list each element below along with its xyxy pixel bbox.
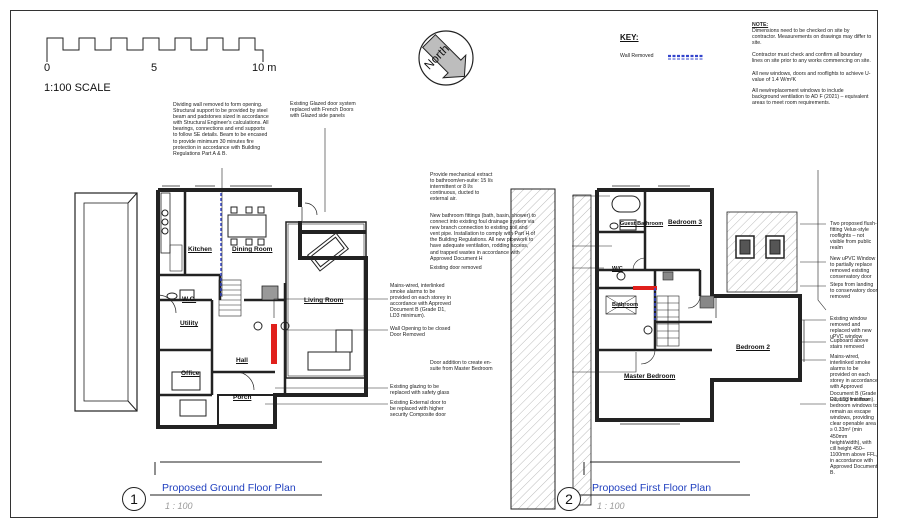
key-wall-removed-label: Wall Removed [620, 53, 654, 59]
note-external-door: Existing External door to be replaced wi… [390, 400, 447, 419]
note-glazed-door: Existing Glazed door system replaced wit… [290, 101, 356, 120]
room-kitchen: Kitchen [188, 246, 212, 253]
note-smoke-alarms: Mains-wired, interlinked smoke alarms to… [390, 283, 451, 320]
ground-floor-plan [74, 185, 368, 429]
room-master-bedroom: Master Bedroom [624, 373, 676, 380]
scale-bar [46, 37, 264, 62]
plan-1-scale: 1 : 100 [165, 501, 193, 511]
note-3: All new windows, doors and rooflights to… [752, 71, 871, 84]
room-bathroom: Bathroom [612, 302, 638, 308]
scale-tick-0: 0 [44, 62, 51, 74]
north-arrow [418, 30, 474, 86]
scale-tick-5: 5 [151, 62, 158, 74]
room-office: Office [181, 370, 200, 377]
room-wc: W.C. [182, 296, 197, 303]
room-guest-bathroom: Guest Bathroom [620, 221, 664, 227]
key-title: KEY: [620, 33, 639, 42]
scale-text: 1:100 SCALE [44, 82, 111, 94]
room-hall: Hall [236, 357, 248, 364]
note-dividing-wall: Dividing wall removed to form opening. S… [173, 102, 269, 157]
garage-outline [74, 192, 138, 412]
plan-2-scale: 1 : 100 [597, 501, 625, 511]
room-dining: Dining Room [232, 246, 273, 253]
note-velux: Two proposed flush-fitting Velux-style r… [830, 221, 877, 252]
plan-1-number: 1 [122, 487, 146, 511]
notes-title: NOTE: [752, 22, 769, 28]
scale-tick-10: 10 m [252, 62, 277, 74]
note-cupboard: Cupboard above stairs removed [830, 338, 869, 351]
first-leaders [572, 170, 827, 405]
note-bathroom-fittings: New bathroom fittings (bath, basin, show… [430, 213, 536, 262]
note-escape: Existing first floor bedroom windows to … [830, 397, 878, 477]
room-bedroom-2: Bedroom 2 [736, 344, 770, 351]
plan-2-number: 2 [557, 487, 581, 511]
first-floor-plan [510, 185, 805, 510]
note-safety-glass: Existing glazing to be replaced with saf… [390, 384, 450, 397]
room-utility: Utility [180, 320, 199, 327]
note-wall-opening: Wall Opening to be closed Door Removed [390, 326, 451, 339]
room-bedroom-3: Bedroom 3 [668, 219, 702, 226]
plan-2-title: Proposed First Floor Plan [592, 482, 712, 494]
note-4: All new/replacement windows to include b… [752, 88, 869, 107]
first-outer-walls [595, 188, 802, 422]
room-porch: Porch [233, 394, 252, 401]
ground-leaders [221, 128, 388, 405]
note-door-removed: Existing door removed [430, 265, 482, 271]
note-smoke-first: Mains-wired, interlinked smoke alarms to… [830, 354, 878, 403]
room-living: Living Room [304, 297, 344, 304]
note-steps: Steps from landing to conservatory door … [830, 282, 878, 301]
note-ensuite-door: Door addition to create en-suite from Ma… [430, 360, 493, 373]
room-first-wc: W/C [612, 266, 623, 272]
ground-outer-walls [156, 188, 368, 429]
note-1: Dimensions need to be checked on site by… [752, 28, 872, 47]
note-2: Contractor must check and confirm all bo… [752, 52, 871, 65]
title-bars [150, 461, 750, 496]
note-extract: Provide mechanical extract to bathroom/e… [430, 172, 493, 203]
note-upvc: New uPVC Window to partially replace rem… [830, 256, 876, 281]
note-window-removed: Existing window removed and replaced wit… [830, 316, 872, 341]
plan-1-title: Proposed Ground Floor Plan [162, 482, 296, 494]
drawing-frame [10, 10, 878, 518]
